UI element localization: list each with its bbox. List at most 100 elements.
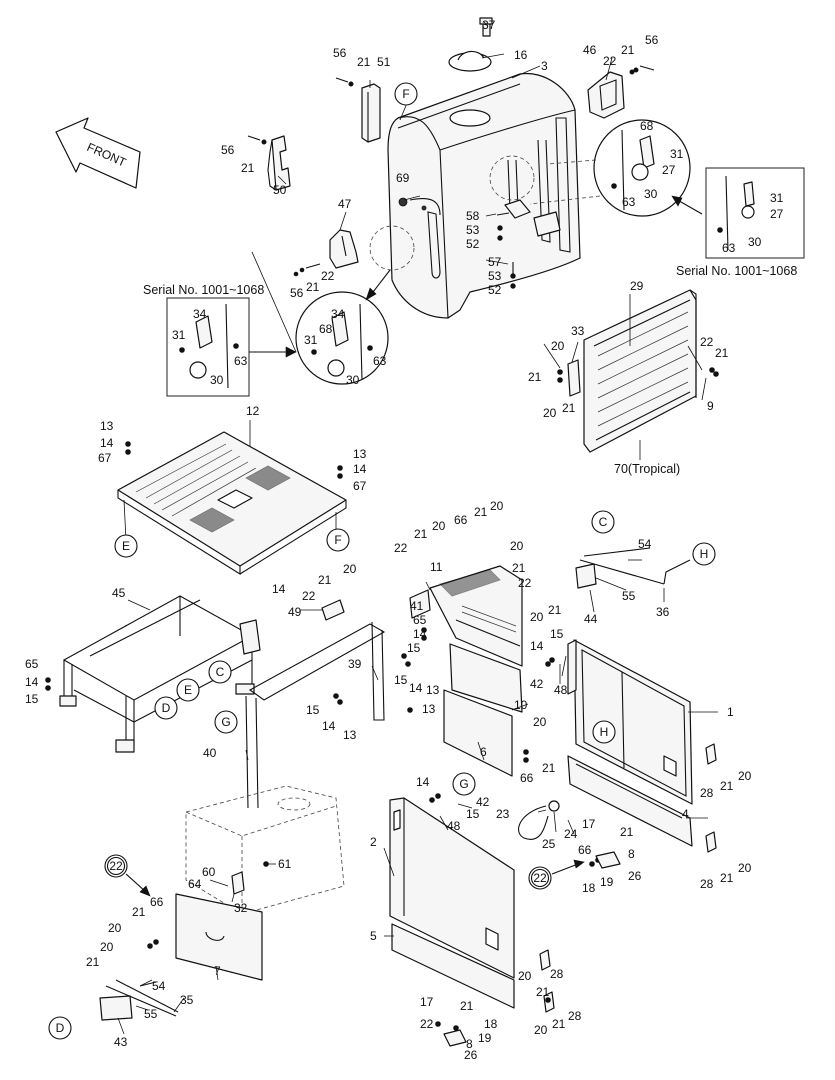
detail-origin-right (489, 155, 535, 201)
callout-21-d: 21 (306, 280, 320, 294)
arrowhead-detail-left (365, 287, 377, 301)
callout-30-d: 30 (346, 373, 360, 387)
callout-18-b: 18 (484, 1017, 498, 1031)
callout-14-i: 14 (416, 775, 430, 789)
serial-box-left (166, 297, 250, 397)
callout-20-j: 20 (738, 861, 752, 875)
callout-61: 61 (278, 857, 292, 871)
callout-21-a: 21 (357, 55, 371, 69)
callout-16: 16 (514, 48, 528, 62)
callout-21-g: 21 (715, 346, 729, 360)
callout-52-a: 52 (466, 237, 480, 251)
callout-65-a: 65 (413, 613, 427, 627)
ref-circle-d-frame (154, 696, 178, 720)
bracket-50 (267, 135, 291, 191)
serial-box-right (705, 167, 805, 259)
callout-20-k: 20 (108, 921, 122, 935)
callout-21-h: 21 (474, 505, 488, 519)
callout-20-a: 20 (551, 339, 565, 353)
plate-7 (175, 893, 263, 981)
detail-view-right (529, 119, 691, 217)
callout-66-b: 66 (520, 771, 534, 785)
callout-41: 41 (410, 599, 424, 613)
detail-serial-left (179, 303, 239, 389)
bracket-47 (329, 229, 359, 269)
bolt-set-top (247, 65, 655, 289)
callout-31-a: 31 (670, 147, 684, 161)
callout-30-b: 30 (748, 235, 762, 249)
callout-21-p: 21 (720, 871, 734, 885)
notes: Serial No. 1001~1068 Serial No. 1001~106… (143, 264, 797, 476)
callout-21-f: 21 (562, 401, 576, 415)
callout-21-b: 21 (621, 43, 635, 57)
callout-14-a: 14 (100, 436, 114, 450)
ref-circle-h-door (592, 720, 616, 744)
callout-11: 11 (430, 560, 443, 574)
leader-lines (117, 21, 718, 1035)
callout-21-q: 21 (132, 905, 146, 919)
callout-20-b: 20 (543, 406, 557, 420)
frame-45 (59, 595, 261, 753)
panel-4 (567, 755, 693, 847)
callout-21-l: 21 (318, 573, 332, 587)
callout-32: 32 (234, 901, 248, 915)
callout-35: 35 (180, 993, 194, 1007)
callout-28-d: 28 (568, 1009, 582, 1023)
callout-14-h: 14 (322, 719, 336, 733)
ref-circle-e-plate (114, 534, 138, 558)
callout-28-b: 28 (700, 877, 714, 891)
callout-14-g: 14 (25, 675, 39, 689)
callout-37: 37 (482, 18, 496, 32)
callout-15-b: 15 (394, 673, 408, 687)
callout-68-a: 68 (640, 119, 654, 133)
callout-31-d: 31 (304, 333, 318, 347)
arrowhead-serial-right (671, 195, 683, 207)
callout-22-g: 22 (420, 1017, 434, 1031)
callout-67-b: 67 (353, 479, 367, 493)
callout-20-i: 20 (738, 769, 752, 783)
callout-53-a: 53 (466, 223, 480, 237)
callout-63-d: 63 (373, 354, 387, 368)
callout-9: 9 (707, 399, 714, 413)
callout-4: 4 (682, 807, 689, 821)
callout-36: 36 (656, 605, 670, 619)
ref-circle-22-right-inner (530, 868, 550, 888)
ref-circle-e-frame (176, 678, 200, 702)
callout-28-a: 28 (700, 786, 714, 800)
callout-25: 25 (542, 837, 556, 851)
rod-assembly-right (575, 547, 691, 589)
callout-48-b: 48 (447, 819, 461, 833)
callout-31-b: 31 (770, 191, 784, 205)
callout-6: 6 (480, 745, 487, 759)
ref-number-22-left: 22 (109, 859, 123, 873)
ref-letter-d-frame: D (162, 701, 171, 715)
callout-20-f: 20 (530, 610, 544, 624)
callout-13-a: 13 (100, 419, 114, 433)
ref-letter-g-door: G (459, 777, 468, 791)
detail-view-left (295, 291, 389, 385)
callout-63-c: 63 (234, 354, 248, 368)
bracket-51 (361, 83, 381, 143)
callout-28-c: 28 (550, 967, 564, 981)
callout-14-f: 14 (530, 639, 544, 653)
callout-66-c: 66 (578, 843, 592, 857)
callout-30-a: 30 (644, 187, 658, 201)
ref-letter-d-rod: D (56, 1021, 65, 1035)
ref-circle-h-right (692, 542, 716, 566)
callout-54-b: 54 (152, 979, 166, 993)
callout-22-d: 22 (394, 541, 408, 555)
callout-20-m: 20 (518, 969, 532, 983)
callout-33: 33 (571, 324, 585, 338)
hose-23 (518, 800, 560, 840)
callout-55-b: 55 (144, 1007, 158, 1021)
callout-13-e: 13 (343, 728, 357, 742)
engine-hood (387, 72, 581, 319)
ref-circle-c-frame (208, 660, 232, 684)
callout-20-d: 20 (432, 519, 446, 533)
callout-56-b: 56 (645, 33, 659, 47)
ref-circle-f-plate (326, 528, 350, 552)
support-bars (245, 599, 386, 809)
door-panel-1 (567, 639, 693, 805)
ref-circle-d-rod (48, 1016, 72, 1040)
